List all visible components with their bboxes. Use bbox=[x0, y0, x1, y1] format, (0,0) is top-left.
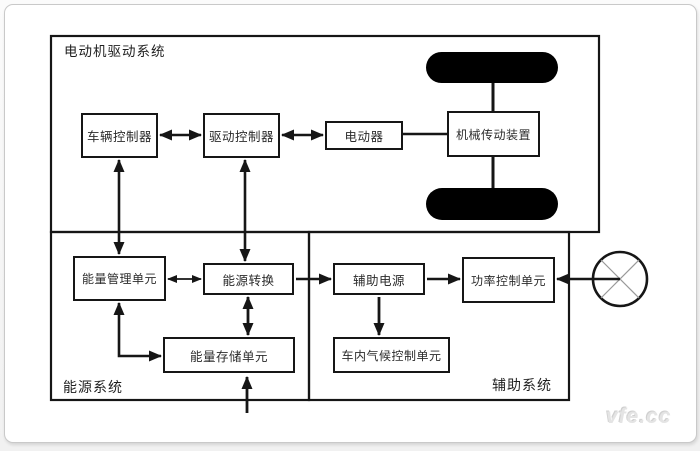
node-auxiliary-power: 辅助电源 bbox=[333, 263, 425, 295]
conn-energymgmt-storage-elbow bbox=[113, 302, 162, 362]
drive-system-label: 电动机驱动系统 bbox=[64, 44, 166, 59]
energy-system-label: 能源系统 bbox=[63, 379, 123, 395]
aux-system-label: 辅助系统 bbox=[492, 377, 552, 393]
node-energy-storage: 能量存储单元 bbox=[163, 337, 295, 373]
node-power-control: 功率控制单元 bbox=[462, 257, 555, 303]
watermark: vfe.cc bbox=[606, 405, 672, 428]
node-drive-controller: 驱动控制器 bbox=[203, 113, 280, 158]
node-vehicle-controller: 车辆控制器 bbox=[81, 113, 158, 158]
node-climate-control: 车内气候控制单元 bbox=[333, 337, 450, 373]
wheel-icon bbox=[426, 52, 558, 83]
node-energy-management: 能量管理单元 bbox=[73, 256, 166, 301]
node-motor: 电动器 bbox=[325, 121, 403, 150]
node-energy-conversion: 能源转换 bbox=[203, 263, 294, 295]
node-transmission: 机械传动装置 bbox=[447, 111, 540, 157]
aux-system-frame bbox=[307, 230, 571, 402]
wheel-icon bbox=[426, 188, 558, 220]
